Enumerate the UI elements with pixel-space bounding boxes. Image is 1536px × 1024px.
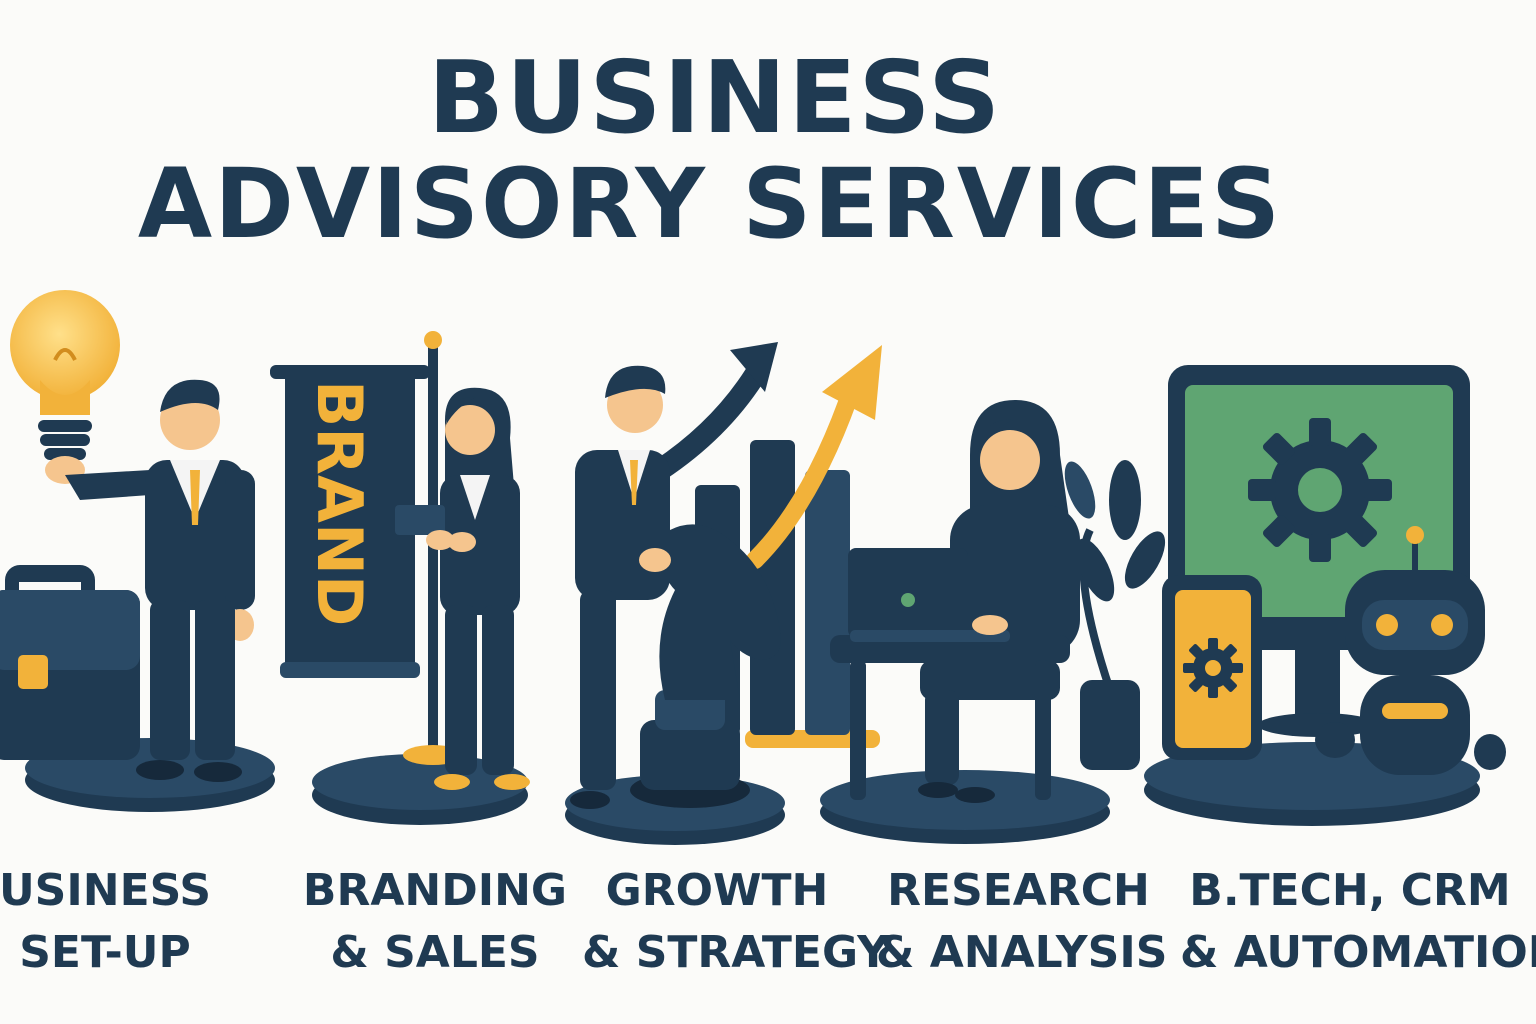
banner-text: BRAND: [303, 380, 376, 626]
briefcase-icon: [0, 565, 140, 760]
service-label-line-1: BRANDING: [302, 865, 568, 916]
service-label-business-setup: USINESS SET-UP: [0, 860, 260, 984]
service-label-line-2: & ANALYSIS: [876, 927, 1168, 978]
brand-banner-icon: BRAND: [270, 331, 463, 765]
robot-icon: [1315, 526, 1506, 775]
service-label-line-1: GROWTH: [605, 865, 829, 916]
growth-strategy-group: [565, 342, 882, 845]
growth-arrow-icon: [649, 342, 882, 569]
title-line-1: BUSINESS: [427, 39, 1003, 156]
service-label-line-2: & STRATEGY: [582, 927, 889, 978]
plant-icon: [1064, 460, 1166, 770]
tech-automation-group: [1144, 365, 1506, 826]
service-label-line-2: SET-UP: [19, 927, 191, 978]
strategist-figure: [570, 365, 671, 809]
gear-icon: [1248, 418, 1392, 562]
research-analysis-group: [820, 400, 1166, 844]
businesswoman-figure: [395, 387, 530, 790]
lightbulb-icon: [10, 290, 120, 460]
service-label-tech-automation: B.TECH, CRM & AUTOMATION: [1180, 860, 1536, 984]
service-label-line-2: & AUTOMATION: [1180, 927, 1536, 978]
service-label-research-analysis: RESEARCH & ANALYSIS: [876, 860, 1168, 984]
laptop-icon: [848, 548, 1010, 642]
branding-sales-group: BRAND: [270, 331, 530, 825]
service-label-branding-sales: BRANDING & SALES: [300, 860, 570, 984]
service-label-line-2: & SALES: [330, 927, 540, 978]
title-line-2: ADVISORY SERVICES: [137, 148, 1283, 260]
desk-and-laptop: [830, 548, 1070, 800]
service-label-line-1: B.TECH, CRM: [1189, 865, 1511, 916]
businessman-figure: [45, 379, 255, 782]
service-label-growth-strategy: GROWTH & STRATEGY: [582, 860, 889, 984]
page-title: BUSINESS ADVISORY SERVICES: [0, 39, 1420, 260]
phone-icon: [1162, 575, 1262, 760]
business-setup-group: [0, 290, 275, 812]
service-label-line-1: RESEARCH: [887, 865, 1150, 916]
chess-knight-icon: [630, 524, 781, 808]
service-label-line-1: USINESS: [0, 865, 212, 916]
